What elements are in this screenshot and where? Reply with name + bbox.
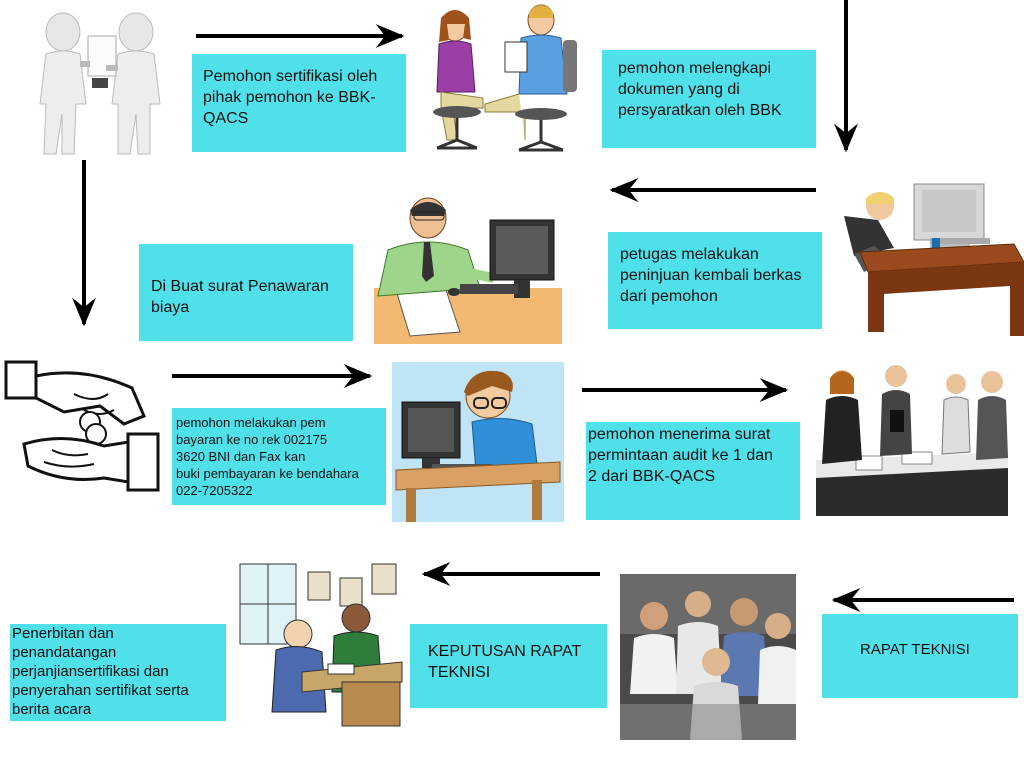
- step-quotation-text: Di Buat surat Penawaran biaya: [151, 278, 329, 316]
- step-application-text: Pemohon sertifikasi oleh pihak pemohon k…: [203, 68, 378, 127]
- business-meeting-illustration: [816, 365, 1008, 516]
- boy-at-computer-illustration: [392, 362, 564, 522]
- step-certificate-issuance-text: Penerbitan dan penandatangan perjanjians…: [12, 625, 189, 718]
- team-meeting-photo-illustration: [620, 574, 796, 740]
- step-audit-request-text: pemohon menerima surat permintaan audit …: [588, 426, 774, 485]
- step-meeting-decision-text: KEPUTUSAN RAPAT TEKNISI: [428, 643, 582, 681]
- office-signing-cartoon-illustration: [232, 552, 408, 732]
- step-meeting-decision-box: KEPUTUSAN RAPAT TEKNISI: [410, 624, 607, 708]
- step-technical-meeting-box: RAPAT TEKNISI: [822, 614, 1018, 698]
- step-certificate-issuance-box: Penerbitan dan penandatangan perjanjians…: [10, 624, 226, 721]
- step-review-text: petugas melakukan peninjuan kembali berk…: [620, 246, 802, 305]
- step-technical-meeting-text: RAPAT TEKNISI: [860, 641, 970, 658]
- step-review-box: petugas melakukan peninjuan kembali berk…: [608, 232, 822, 329]
- figures-exchanging-document-illustration: [39, 12, 161, 155]
- hands-exchanging-coins-illustration: [4, 360, 160, 492]
- step-quotation-box: Di Buat surat Penawaran biaya: [139, 244, 353, 341]
- step-documents-box: pemohon melengkapi dokumen yang di persy…: [602, 50, 816, 148]
- step-documents-text: pemohon melengkapi dokumen yang di persy…: [618, 60, 782, 119]
- step-audit-request-box: pemohon menerima surat permintaan audit …: [586, 422, 800, 520]
- step-payment-box: pemohon melakukan pem bayaran ke no rek …: [172, 408, 386, 505]
- man-at-computer-with-papers-illustration: [374, 197, 562, 344]
- two-people-seated-interview-illustration: [433, 4, 577, 152]
- person-at-desk-computer-illustration: [844, 183, 1024, 336]
- step-payment-text: pemohon melakukan pem bayaran ke no rek …: [176, 415, 359, 498]
- step-application-box: Pemohon sertifikasi oleh pihak pemohon k…: [192, 54, 406, 152]
